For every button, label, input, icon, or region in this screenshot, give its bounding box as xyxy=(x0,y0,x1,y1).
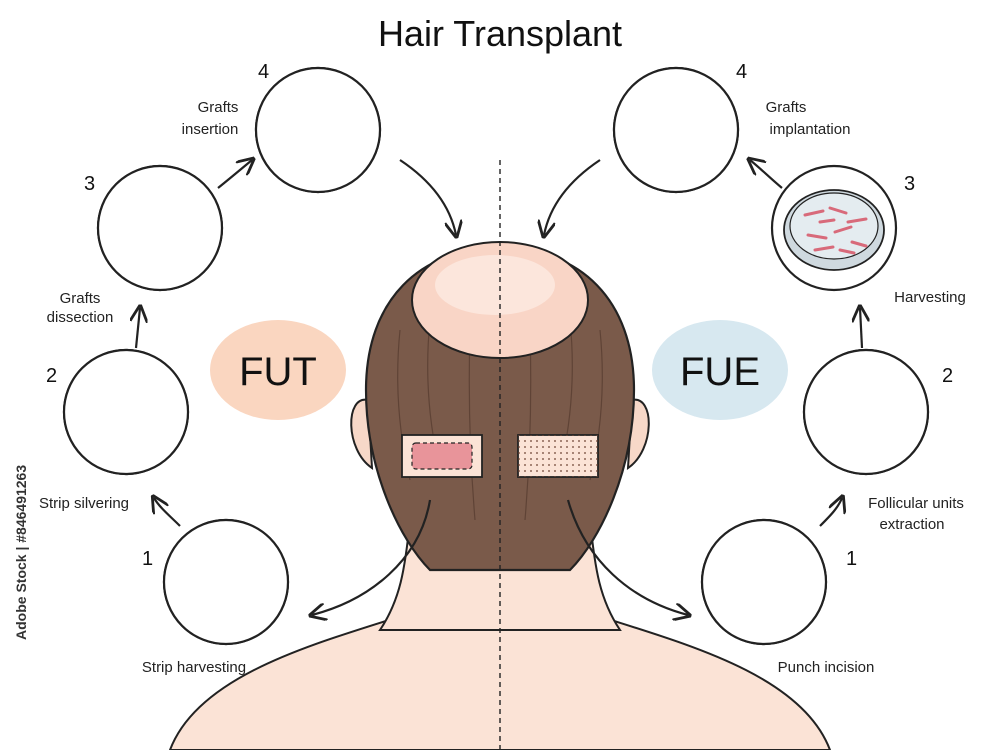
fue-step-1 xyxy=(700,518,828,646)
fue-label-bubble xyxy=(652,320,788,420)
flow-arrows xyxy=(136,160,862,615)
fut-step-3-number: 3 xyxy=(84,173,95,195)
fue-label: FUE xyxy=(680,350,760,394)
fue-step-4-label-line1: Grafts xyxy=(766,99,807,116)
fut-step-3-label-line2: dissection xyxy=(47,309,114,326)
fut-label-bubble xyxy=(210,320,346,420)
fut-step-2-number: 2 xyxy=(46,365,57,387)
fut-step-1-label: Strip harvesting xyxy=(142,659,246,676)
fue-step-3-number: 3 xyxy=(904,173,915,195)
fue-step-4-number: 4 xyxy=(736,61,747,83)
fue-step-1-number: 1 xyxy=(846,548,857,570)
fut-step-4-label-line2: insertion xyxy=(182,121,239,138)
fue-step-4 xyxy=(612,66,740,194)
fut-label: FUT xyxy=(239,350,317,394)
fut-step-4 xyxy=(254,66,382,194)
fue-step-2-number: 2 xyxy=(942,365,953,387)
fut-step-3-label-line1: Grafts xyxy=(60,290,101,307)
fut-step-2-label: Strip silvering xyxy=(39,495,129,512)
fut-step-1-number: 1 xyxy=(142,548,153,570)
fue-step-4-label-line2: implantation xyxy=(770,121,851,138)
fue-step-2-label-line2: extraction xyxy=(879,516,944,533)
fue-step-2-label-line1: Follicular units xyxy=(868,495,964,512)
fut-step-2 xyxy=(62,348,190,476)
diagram-title: Hair Transplant xyxy=(378,13,622,54)
fut-step-3 xyxy=(96,164,224,292)
fue-step-2 xyxy=(802,348,930,476)
fut-step-1 xyxy=(162,518,290,646)
fue-step-3 xyxy=(770,164,898,292)
fut-step-4-label-line1: Grafts xyxy=(198,99,239,116)
fue-step-3-label: Harvesting xyxy=(894,289,966,306)
stock-id-text: Adobe Stock | #846491263 xyxy=(13,465,29,640)
head-illustration xyxy=(168,160,832,750)
fue-step-1-label: Punch incision xyxy=(778,659,875,676)
fut-step-4-number: 4 xyxy=(258,61,269,83)
